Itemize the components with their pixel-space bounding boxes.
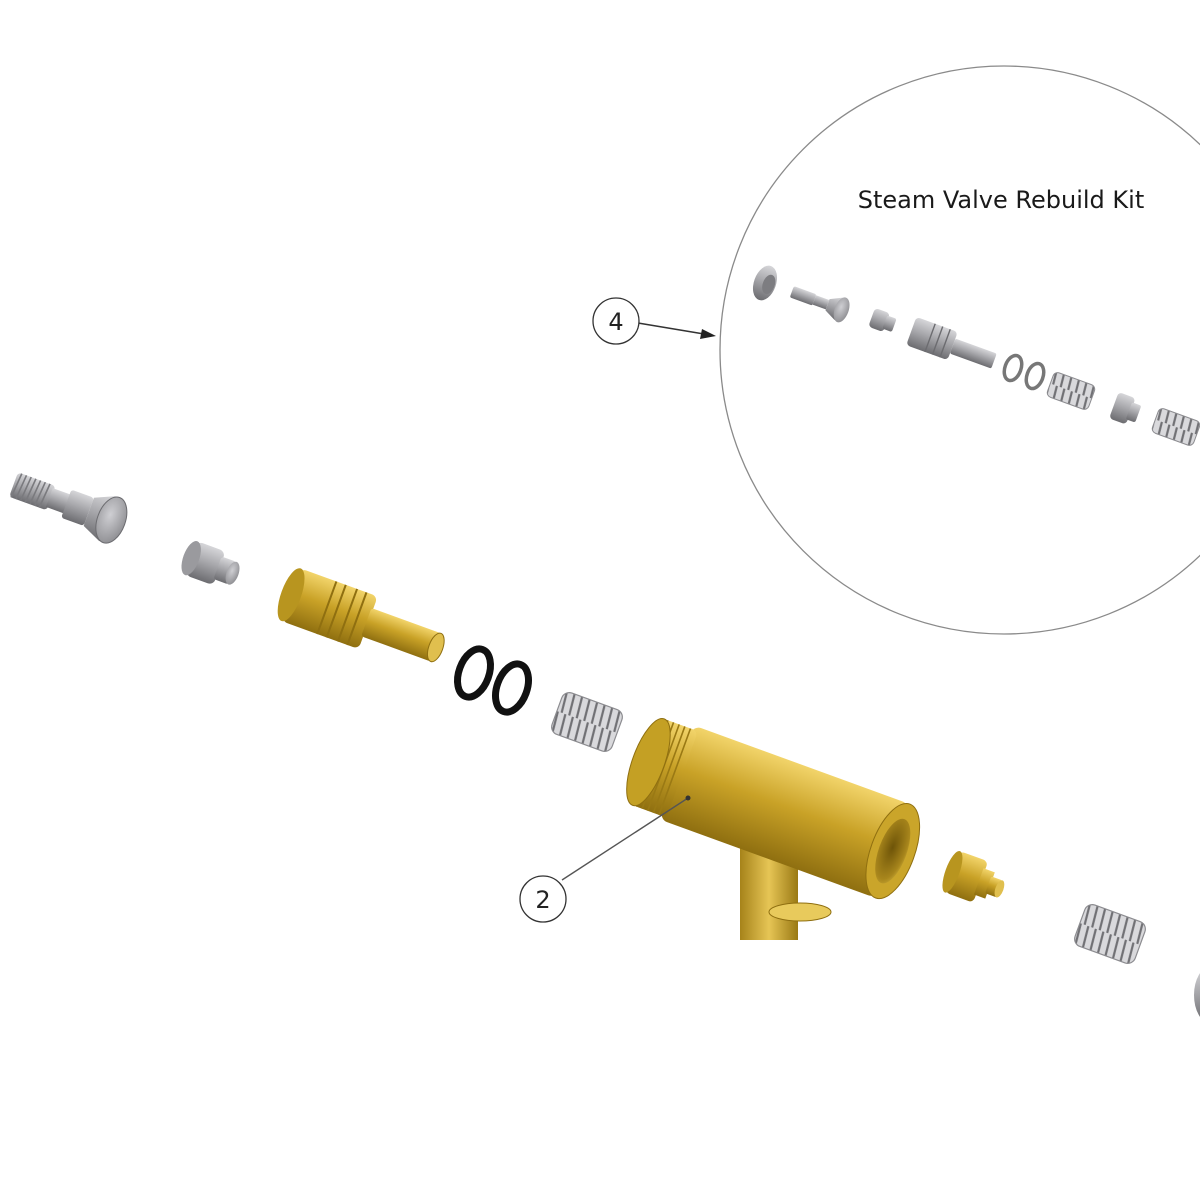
callout-4-arrowhead [700, 329, 716, 339]
kit-spring [1046, 372, 1096, 410]
spring [551, 692, 623, 752]
kit-o-ring [1002, 353, 1024, 383]
callout-4-label: 4 [608, 308, 623, 336]
kit-plug [869, 308, 897, 332]
callout-2-leader [561, 797, 689, 881]
kit-circle [719, 65, 1200, 635]
callout-2-label: 2 [535, 886, 550, 914]
steel-cap-partial [1194, 973, 1200, 1017]
kit-piston [907, 318, 997, 369]
brass-valve-body [626, 718, 921, 940]
kit-seat [1110, 393, 1141, 424]
callout-2-anchor [685, 795, 691, 801]
kit-o-ring [1024, 361, 1046, 391]
valve-stem [10, 473, 128, 544]
brass-valve-seat [942, 850, 1005, 902]
rebuild-kit-inset: Steam Valve Rebuild Kit [719, 65, 1200, 635]
steel-plug [181, 541, 240, 585]
kit-spring-2 [1151, 408, 1200, 446]
brass-piston [277, 568, 445, 663]
o-ring [454, 645, 494, 701]
callout-2: 2 [519, 875, 567, 923]
callout-4: 4 [592, 297, 640, 345]
kit-title: Steam Valve Rebuild Kit [858, 186, 1144, 214]
callout-4-leader [637, 322, 705, 335]
spring-lower [1074, 904, 1146, 964]
o-ring [492, 660, 532, 716]
kit-cap [752, 265, 778, 301]
o-ring-pair [454, 645, 532, 716]
kit-stem [790, 286, 850, 323]
